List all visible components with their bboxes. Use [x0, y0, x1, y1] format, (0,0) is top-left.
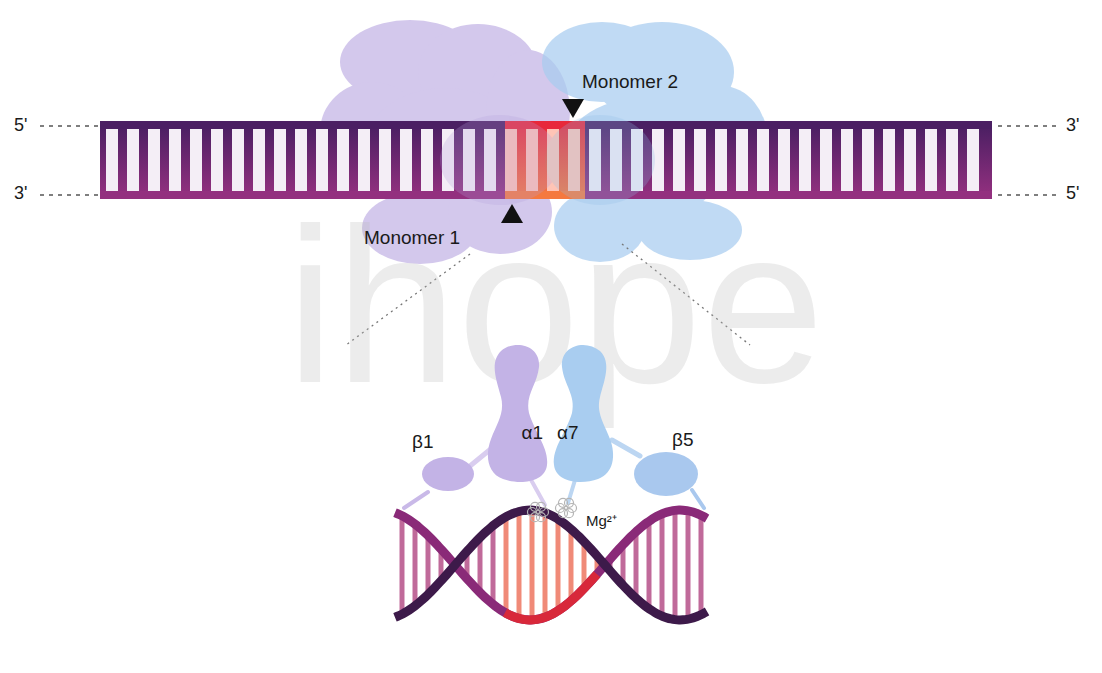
base-pair — [274, 129, 286, 191]
domain-shape — [552, 343, 618, 483]
base-pair — [426, 536, 431, 595]
base-pair — [660, 514, 665, 616]
base-pair — [699, 515, 704, 615]
base-pair — [106, 129, 118, 191]
base-pair — [778, 129, 790, 191]
domain-shape — [554, 345, 613, 482]
base-pair — [190, 129, 202, 191]
base-pair — [400, 129, 412, 191]
alpha-domain: α7 — [552, 343, 618, 483]
dna-strand — [505, 574, 597, 620]
base-pair — [211, 129, 223, 191]
mg-ion — [528, 498, 577, 521]
base-pair — [379, 129, 391, 191]
domain-label: β5 — [672, 430, 694, 449]
base-pair — [413, 524, 418, 606]
mg-ion — [540, 508, 549, 517]
base-pair — [169, 129, 181, 191]
base-pair — [504, 517, 509, 613]
ion-label: Mg²⁺ — [586, 513, 617, 528]
base-pair — [295, 129, 307, 191]
domain-label: α1 — [521, 423, 543, 442]
dna-strand — [395, 510, 707, 620]
beta-domain — [634, 452, 698, 496]
mg-ion — [556, 504, 565, 513]
mg-ion — [531, 513, 540, 522]
strand-end: 5' — [14, 116, 27, 134]
mg-ion — [537, 502, 546, 511]
base-pair — [358, 129, 370, 191]
base-pair — [841, 129, 853, 191]
mg-ion — [528, 508, 537, 517]
base-pair — [253, 129, 265, 191]
watermark: ihope — [286, 196, 824, 416]
mg-ion — [565, 498, 574, 507]
base-pair — [686, 511, 691, 619]
base-pair — [647, 521, 652, 609]
monomer-label: Monomer 2 — [582, 72, 678, 91]
base-pair — [530, 510, 535, 620]
domain-label: α7 — [557, 423, 579, 442]
base-pair — [673, 510, 678, 619]
base-pair — [694, 129, 706, 191]
base-pair — [736, 129, 748, 191]
mg-ion — [568, 504, 577, 513]
base-pair — [904, 129, 916, 191]
base-pair — [820, 129, 832, 191]
base-pair — [967, 129, 979, 191]
base-pair — [337, 129, 349, 191]
cleavage-marker — [501, 204, 523, 223]
cleavage-marker — [562, 99, 584, 118]
base-pair — [517, 511, 522, 618]
dna-strand — [395, 510, 707, 620]
base-pair — [127, 129, 139, 191]
base-pair — [400, 516, 405, 615]
domain-shape — [483, 343, 549, 483]
base-pair — [946, 129, 958, 191]
base-pair — [715, 129, 727, 191]
mg-ion — [559, 509, 568, 518]
base-pair — [799, 129, 811, 191]
base-pair — [232, 129, 244, 191]
protein-overlay — [440, 115, 655, 205]
base-pair — [757, 129, 769, 191]
base-pair — [673, 129, 685, 191]
domain-label: β1 — [412, 432, 434, 451]
dna-helix — [395, 510, 707, 620]
domain-shape — [488, 345, 547, 482]
beta-domain — [422, 457, 474, 491]
strand-end: 3' — [14, 184, 27, 202]
monomer-label: Monomer 1 — [364, 228, 460, 247]
base-pair — [543, 513, 548, 618]
base-pair — [569, 529, 574, 601]
base-pair — [316, 129, 328, 191]
base-pair — [883, 129, 895, 191]
linker — [404, 440, 704, 508]
base-pair — [925, 129, 937, 191]
strand-end: 3' — [1066, 116, 1079, 134]
base-pair — [491, 526, 496, 605]
strand-end: 5' — [1066, 184, 1079, 202]
base-pair — [556, 519, 561, 611]
alpha-domain: α1 — [483, 343, 549, 483]
base-pair — [862, 129, 874, 191]
base-pair — [634, 532, 639, 599]
base-pair — [421, 129, 433, 191]
base-pair — [148, 129, 160, 191]
zoom-line — [346, 244, 750, 345]
